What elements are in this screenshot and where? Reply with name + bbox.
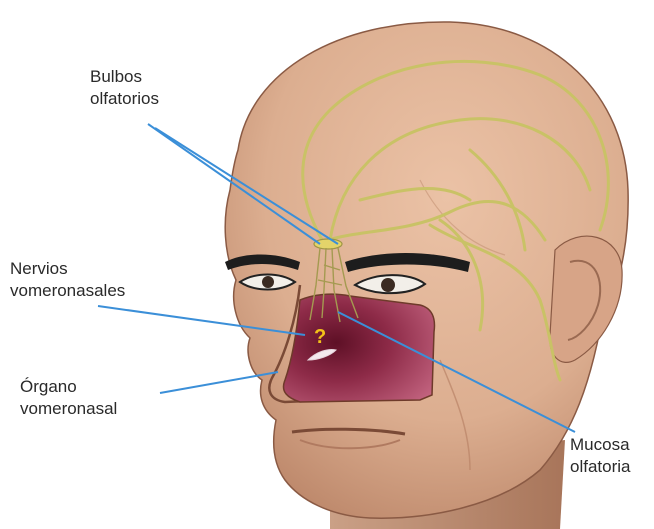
ear (550, 236, 622, 362)
label-bulbos-olfatorios: Bulbos olfatorios (90, 66, 159, 110)
label-mucosa-olfatoria: Mucosa olfatoria (570, 434, 630, 478)
label-nervios-vomeronasales: Nervios vomeronasales (10, 258, 125, 302)
question-mark: ? (314, 326, 326, 348)
label-organo-vomeronasal: Órgano vomeronasal (20, 376, 117, 420)
nasal-cavity (283, 294, 434, 402)
